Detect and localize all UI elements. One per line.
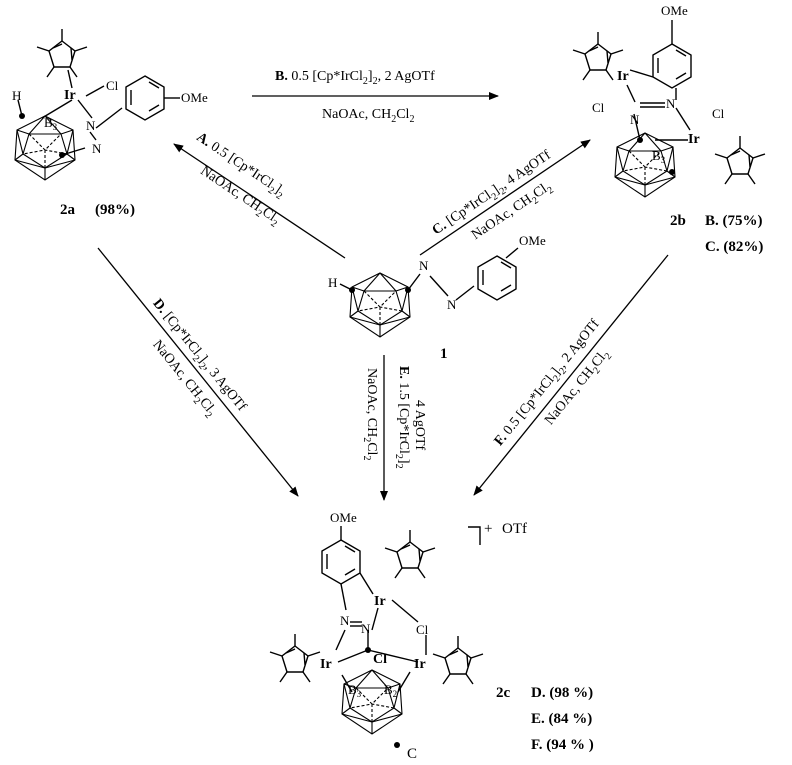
compound-1: H N N OMe 1 bbox=[328, 233, 546, 362]
atom-n1: N bbox=[340, 613, 350, 628]
cp-star-ring-2 bbox=[714, 135, 766, 185]
charge-sign: + bbox=[484, 521, 492, 537]
yield-2b-b: B. (75%) bbox=[705, 213, 763, 229]
anisyl-ring bbox=[125, 75, 165, 121]
atom-cl-mid: Cl bbox=[373, 652, 387, 667]
conditions-c: C. [Cp*IrCl2]2, 4 AgOTf NaOAc, CH2Cl2 bbox=[430, 148, 556, 246]
yield-2c-e: E. (84 %) bbox=[531, 711, 592, 727]
condition-e-reagents: E. 1.5 [Cp*IrCl2]2 bbox=[393, 366, 411, 469]
legend-carbon-label: C bbox=[407, 746, 417, 762]
atom-ome: OMe bbox=[181, 90, 208, 105]
atom-ir-right: Ir bbox=[414, 657, 426, 672]
atom-n2: N bbox=[361, 621, 371, 636]
carbon-dot-icon bbox=[394, 742, 400, 748]
anisyl-ring bbox=[477, 255, 517, 301]
compound-label-2c: 2c bbox=[496, 685, 511, 701]
atom-h: H bbox=[328, 275, 337, 290]
arrow-c bbox=[419, 139, 591, 256]
compound-2b: OMe Ir Cl N N Ir Cl B3 2b B. (75%) C. (8… bbox=[572, 3, 766, 255]
atom-n1: N bbox=[419, 258, 429, 273]
condition-e-base: NaOAc, CH2Cl2 bbox=[361, 368, 379, 460]
cp-star-ring bbox=[36, 28, 88, 78]
cp-star-ring-1 bbox=[572, 31, 624, 81]
atom-cl-top: Cl bbox=[416, 622, 429, 637]
arrow-a bbox=[173, 143, 346, 259]
compound-label-1: 1 bbox=[440, 346, 448, 362]
atom-ir-2: Ir bbox=[688, 132, 700, 147]
charge-bracket bbox=[468, 526, 481, 545]
condition-e-silver: 4 AgOTf bbox=[412, 400, 427, 451]
atom-n1: N bbox=[86, 118, 96, 133]
carborane-cage bbox=[614, 132, 676, 198]
atom-ir-1: Ir bbox=[617, 69, 629, 84]
cp-star-ring-left bbox=[269, 633, 321, 683]
atom-cl-2: Cl bbox=[712, 106, 725, 121]
atom-n1: N bbox=[666, 96, 676, 111]
condition-b-reagents: B. 0.5 [Cp*IrCl2]2, 2 AgOTf bbox=[275, 69, 435, 87]
condition-f-base: NaOAc, CH2Cl2 bbox=[542, 347, 614, 430]
atom-b3: B3 bbox=[652, 148, 666, 165]
legend: C bbox=[394, 742, 417, 762]
compound-2a: Ir Cl H B3 N N OMe 2a (98%) bbox=[12, 28, 208, 218]
compound-label-2b: 2b bbox=[670, 213, 686, 229]
atom-ome: OMe bbox=[661, 3, 688, 18]
arrow-d bbox=[97, 247, 299, 497]
atom-b2: B2 bbox=[384, 682, 397, 699]
carborane-cage bbox=[341, 669, 403, 735]
atom-cl-1: Cl bbox=[592, 100, 605, 115]
atom-b3: B3 bbox=[44, 115, 58, 132]
yield-2c-d: D. (98 %) bbox=[531, 685, 593, 701]
compound-label-2a: 2a bbox=[60, 202, 76, 218]
anisyl-ring bbox=[652, 43, 692, 89]
cp-star-ring-top bbox=[384, 529, 436, 579]
atom-n2: N bbox=[92, 141, 102, 156]
counterion: OTf bbox=[502, 521, 527, 537]
cp-star-ring-right bbox=[432, 635, 484, 685]
yield-2b-c: C. (82%) bbox=[705, 239, 763, 255]
compound-2c: OMe Ir Cl N N Ir Cl Ir B3 B2 + OTf 2c D.… bbox=[269, 510, 594, 753]
atom-ome: OMe bbox=[519, 233, 546, 248]
atom-h: H bbox=[12, 88, 21, 103]
yield-2a: (98%) bbox=[95, 202, 135, 218]
atom-ome: OMe bbox=[330, 510, 357, 525]
anisyl-ring bbox=[321, 539, 361, 585]
atom-n2: N bbox=[447, 297, 457, 312]
conditions-e: 4 AgOTf E. 1.5 [Cp*IrCl2]2 NaOAc, CH2Cl2 bbox=[361, 366, 427, 469]
yield-2c-f: F. (94 % ) bbox=[531, 737, 594, 753]
condition-b-base: NaOAc, CH2Cl2 bbox=[322, 107, 414, 125]
atom-ir-left: Ir bbox=[320, 657, 332, 672]
conditions-f: F. 0.5 [Cp*IrCl2]2, 2 AgOTf NaOAc, CH2Cl… bbox=[492, 317, 615, 451]
condition-d-base: NaOAc, CH2Cl2 bbox=[147, 338, 219, 421]
atom-cl: Cl bbox=[106, 78, 119, 93]
atom-ir-top: Ir bbox=[374, 594, 386, 609]
atom-b3: B3 bbox=[348, 682, 362, 699]
conditions-b: B. 0.5 [Cp*IrCl2]2, 2 AgOTf NaOAc, CH2Cl… bbox=[275, 69, 435, 125]
arrow-f bbox=[473, 254, 669, 496]
condition-a-base: NaOAc, CH2Cl2 bbox=[196, 164, 283, 230]
carborane-cage bbox=[349, 272, 411, 338]
atom-ir: Ir bbox=[64, 88, 76, 103]
atom-n2: N bbox=[630, 112, 640, 127]
